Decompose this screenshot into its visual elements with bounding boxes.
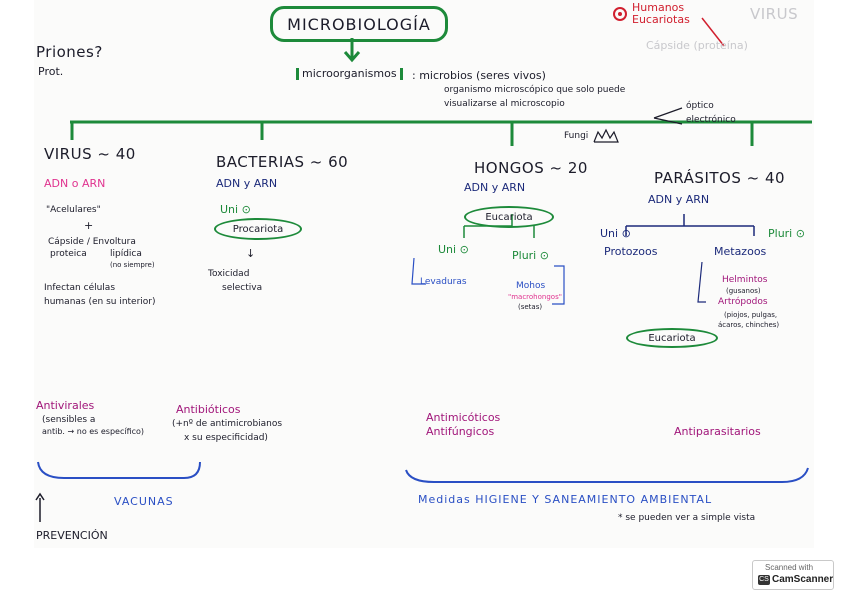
definition-line-2: organismo microscópico que solo puede [444, 85, 626, 95]
antibioticos-label: Antibióticos [176, 403, 241, 416]
virus-plus: + [84, 219, 94, 232]
artropodos-label: Artrópodos [718, 297, 768, 307]
hongos-heading: HONGOS ~ 20 [474, 159, 588, 177]
antivirales-label: Antivirales [36, 399, 95, 412]
definition-term: microorganismos [296, 67, 403, 81]
virus-lipidica: lipídica [110, 249, 142, 259]
scanned-sheet: VIRUS Cápside (proteína) MICROBIOLOGÍA H… [34, 0, 814, 548]
parasitos-adn: ADN y ARN [648, 193, 710, 206]
antivirales-note-1: (sensibles a [42, 415, 96, 425]
page-title: MICROBIOLOGÍA [270, 6, 448, 42]
parasitos-uni: Uni ⊙ [600, 227, 631, 240]
ghost-text: VIRUS [750, 5, 799, 23]
bacterias-arrow: ↓ [246, 247, 256, 260]
virus-no-siempre: (no siempre) [110, 261, 155, 269]
mohos-label: Mohos [516, 281, 546, 291]
hongos-uni: Uni ⊙ [438, 243, 469, 256]
bacterias-heading: BACTERIAS ~ 60 [216, 153, 349, 171]
procariota-oval: Procariota [214, 218, 302, 240]
parasitos-pluri: Pluri ⊙ [768, 227, 805, 240]
macrohongos-label: "macrohongos" [508, 293, 562, 301]
camscanner-name: CamScanner [772, 574, 834, 585]
scanned-with-text: Scanned with [765, 563, 814, 572]
optico-label: óptico [686, 101, 714, 111]
protozoos-label: Protozoos [604, 245, 658, 258]
definition-line-1: : microbios (seres vivos) [412, 69, 546, 82]
virus-acelulares: "Acelulares" [46, 205, 101, 215]
medidas-label: Medidas HIGIENE Y SANEAMIENTO AMBIENTAL [418, 493, 713, 506]
metazoos-label: Metazoos [714, 245, 767, 258]
connector-lines [35, 7, 812, 522]
antimicoticos-label: Antimicóticos [426, 411, 501, 424]
electronico-label: electrónico [686, 115, 736, 125]
camscanner-icon: CS [758, 575, 770, 585]
parasitos-eucariota-oval: Eucariota [626, 328, 718, 348]
antifungicos-label: Antifúngicos [426, 425, 495, 438]
artropodos-note-1: (piojos, pulgas, [724, 311, 778, 319]
vacunas-label: VACUNAS [114, 495, 174, 508]
virus-capside: Cápside / Envoltura [48, 237, 136, 247]
setas-label: (setas) [518, 303, 543, 311]
virus-heading: VIRUS ~ 40 [44, 145, 136, 163]
antiparasitarios-label: Antiparasitarios [674, 425, 761, 438]
eucariotas-label: Eucariotas [632, 13, 690, 26]
ghost-text: Cápside (proteína) [646, 39, 748, 52]
bacterias-uni: Uni ⊙ [220, 203, 251, 216]
bacterias-adn: ADN y ARN [216, 177, 278, 190]
hongos-pluri: Pluri ⊙ [512, 249, 549, 262]
virus-adn: ADN o ARN [44, 177, 106, 190]
fungi-label: Fungi [564, 131, 589, 141]
definition-line-3: visualizarse al microscopio [444, 99, 565, 109]
parasitos-heading: PARÁSITOS ~ 40 [654, 169, 786, 187]
humanos-label: Humanos [632, 1, 685, 14]
prevencion-label: PREVENCIÓN [36, 529, 108, 542]
artropodos-note-2: ácaros, chinches) [718, 321, 780, 329]
priones-label: Priones? [36, 43, 103, 61]
antibioticos-note-1: (+nº de antimicrobianos [172, 419, 283, 429]
antibioticos-note-2: x su especificidad) [184, 433, 268, 443]
levaduras-label: Levaduras [420, 277, 467, 287]
simple-vista-note: * se pueden ver a simple vista [618, 513, 756, 523]
helmintos-label: Helmintos [722, 275, 768, 285]
virus-infectan-2: humanas (en su interior) [44, 297, 156, 307]
toxicidad-2: selectiva [222, 283, 263, 293]
virus-proteica: proteica [50, 249, 87, 259]
camscanner-badge: Scanned with CS CamScanner [752, 560, 834, 590]
hongos-adn: ADN y ARN [464, 181, 526, 194]
virus-infectan-1: Infectan células [44, 283, 116, 293]
antivirales-note-2: antib. → no es específico) [42, 427, 145, 436]
hongos-eucariota-oval: Eucariota [464, 206, 554, 228]
prot-label: Prot. [38, 65, 64, 78]
gusanos-label: (gusanos) [726, 287, 761, 295]
toxicidad-1: Toxicidad [208, 269, 250, 279]
